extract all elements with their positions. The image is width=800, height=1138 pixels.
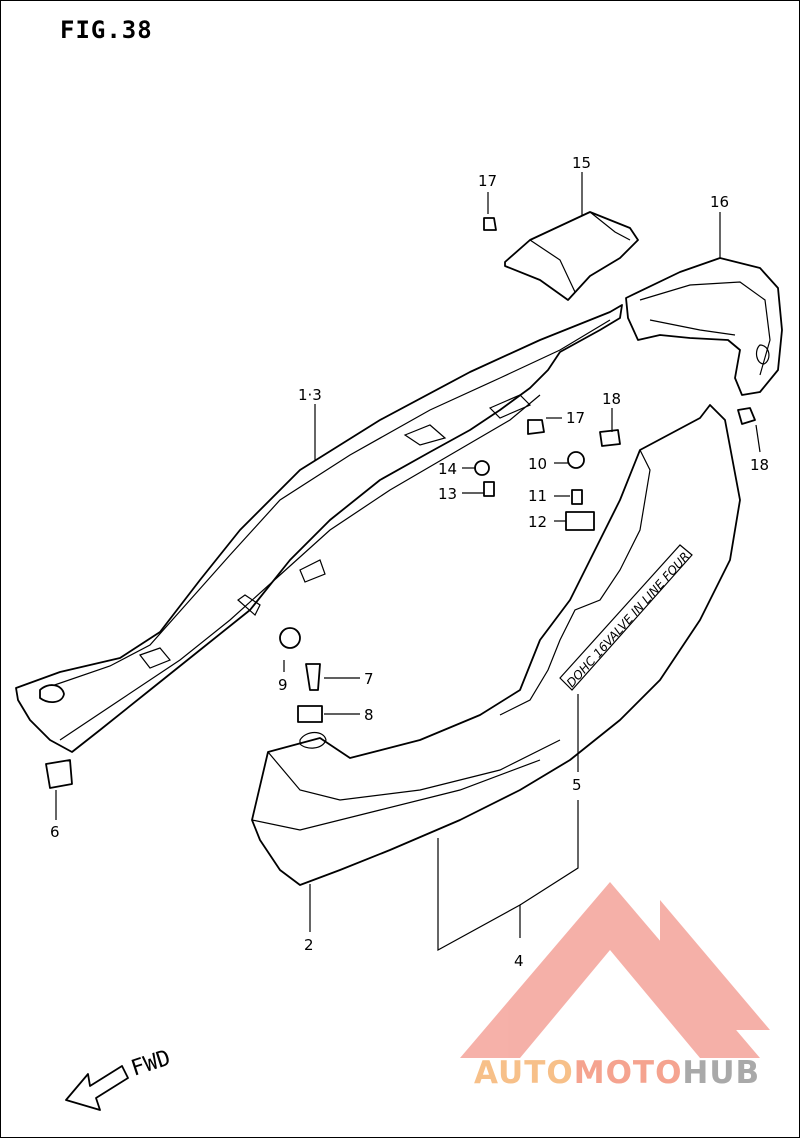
callout-18-left: 18: [602, 390, 621, 408]
callout-14: 14: [438, 460, 457, 478]
watermark-auto: AUTO: [474, 1055, 574, 1091]
callout-6: 6: [50, 823, 60, 841]
callout-9: 9: [278, 676, 288, 694]
watermark-logo: [460, 882, 770, 1058]
fwd-arrow-icon: FWD: [65, 1046, 174, 1111]
callout-13: 13: [438, 485, 457, 503]
callout-4: 4: [514, 952, 524, 970]
callout-5: 5: [572, 776, 582, 794]
watermark-hub: HUB: [682, 1055, 761, 1091]
part-seat-cowl: [504, 211, 639, 301]
part-frame-rail: [15, 304, 623, 753]
callout-16: 16: [710, 193, 729, 211]
callout-1-3: 1·3: [298, 386, 322, 404]
callout-10: 10: [528, 455, 547, 473]
callout-8: 8: [364, 706, 374, 724]
watermark-text: AUTOMOTOHUB: [474, 1055, 760, 1091]
callout-12: 12: [528, 513, 547, 531]
part-tail-cowl: [625, 257, 783, 396]
callout-11: 11: [528, 487, 547, 505]
hardware: [45, 217, 756, 789]
callout-17-top: 17: [478, 172, 497, 190]
figure-title: FIG.38: [60, 16, 153, 44]
leader-lines: [55, 172, 761, 952]
callout-17-mid: 17: [566, 409, 585, 427]
fwd-label: FWD: [128, 1046, 174, 1082]
callout-18-right: 18: [750, 456, 769, 474]
callout-2: 2: [304, 936, 314, 954]
callout-7: 7: [364, 670, 374, 688]
watermark-moto: MOTO: [573, 1055, 683, 1091]
part-side-cowl: DOHC 16VALVE IN LINE FOUR: [251, 404, 741, 886]
callout-labels: 17 15 16 1·3 17 18 18 10 11 12 14 13 9 7…: [50, 154, 769, 970]
callout-15: 15: [572, 154, 591, 172]
